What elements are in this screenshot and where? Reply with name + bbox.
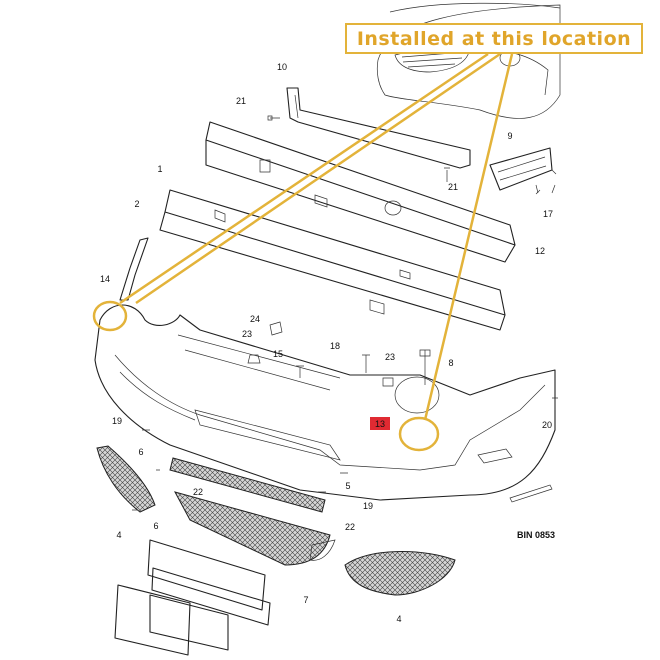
- part-label-15: 15: [273, 349, 283, 359]
- bracket-10: [267, 87, 471, 182]
- side-grille-right: [344, 551, 456, 596]
- part-label-13: 13: [375, 419, 385, 429]
- part-label-22: 22: [193, 487, 203, 497]
- lower-grille-upper: [169, 457, 326, 513]
- part-label-21: 21: [448, 182, 458, 192]
- reference-code: BIN 0853: [517, 530, 555, 540]
- car-front-illustration: [376, 2, 561, 119]
- part-label-7: 7: [303, 595, 308, 605]
- part-label-4: 4: [396, 614, 401, 624]
- side-bracket-2: [119, 237, 149, 301]
- part-label-10: 10: [277, 62, 287, 72]
- part-label-20: 20: [542, 420, 552, 430]
- callout-lines: [92, 52, 514, 452]
- part-label-14: 14: [100, 274, 110, 284]
- part-label-2: 2: [134, 199, 139, 209]
- bumper-cover: [94, 304, 556, 501]
- part-label-1: 1: [157, 164, 162, 174]
- part-label-18: 18: [330, 341, 340, 351]
- part-label-17: 17: [543, 209, 553, 219]
- location-ring-right: [398, 416, 440, 452]
- callout-text: Installed at this location: [356, 27, 632, 50]
- location-ring-left: [92, 300, 128, 332]
- part-label-19: 19: [112, 416, 122, 426]
- bracket-9: [489, 147, 557, 195]
- reinforcement-upper: [205, 121, 516, 263]
- part-label-6: 6: [153, 521, 158, 531]
- bumper-beam-1: [159, 189, 506, 331]
- part-label-8: 8: [448, 358, 453, 368]
- side-grille-left: [96, 445, 156, 513]
- part-label-5: 5: [345, 481, 350, 491]
- part-label-22: 22: [345, 522, 355, 532]
- part-label-4: 4: [116, 530, 121, 540]
- lower-grille-center: [174, 491, 331, 566]
- fasteners: [132, 321, 558, 511]
- part-label-23: 23: [242, 329, 252, 339]
- callout-banner: Installed at this location: [345, 23, 643, 54]
- part-label-24: 24: [250, 314, 260, 324]
- part-label-12: 12: [535, 246, 545, 256]
- part-13-highlight: [370, 417, 390, 430]
- plate-brackets: [114, 539, 271, 656]
- part-label-21: 21: [236, 96, 246, 106]
- part-label-6: 6: [138, 447, 143, 457]
- part-label-19: 19: [363, 501, 373, 511]
- part-label-23: 23: [385, 352, 395, 362]
- part-label-9: 9: [507, 131, 512, 141]
- part-labels: 1244566789101213141517181919202121222223…: [100, 62, 553, 624]
